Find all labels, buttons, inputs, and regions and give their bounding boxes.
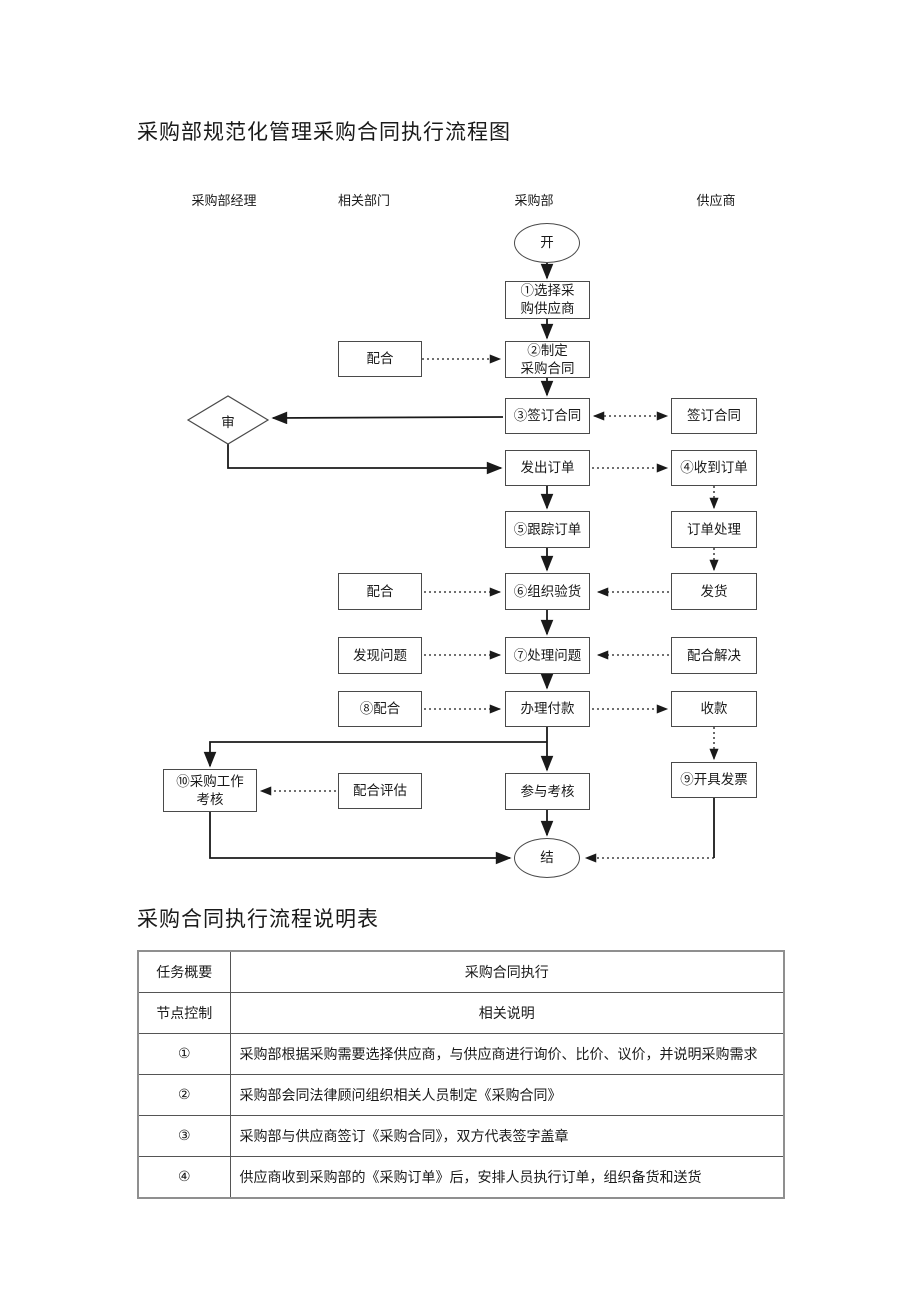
page-title: 采购部规范化管理采购合同执行流程图 — [137, 120, 511, 144]
table-title: 采购合同执行流程说明表 — [137, 907, 379, 931]
node-cooperate-solve: 配合解决 — [671, 637, 757, 674]
table-cell-value: 相关说明 — [229, 992, 785, 1034]
node-select-supplier: ①选择采 购供应商 — [505, 281, 590, 319]
node-handle-payment: 办理付款 — [505, 691, 590, 727]
node-join-assessment: 参与考核 — [505, 773, 590, 810]
table-cell-value: 采购合同执行 — [229, 950, 785, 993]
lane-header-supplier: 供应商 — [696, 193, 736, 208]
table-row: ③ 采购部与供应商签订《采购合同》，双方代表签字盖章 — [137, 1115, 785, 1157]
node-receive-order: ④收到订单 — [671, 450, 757, 486]
table-cell-step-description: 采购部会同法律顾问组织相关人员制定《采购合同》 — [229, 1074, 785, 1116]
table-row: 节点控制 相关说明 — [137, 992, 785, 1034]
table-row: ① 采购部根据采购需要选择供应商，与供应商进行询价、比价、议价，并说明采购需求 — [137, 1033, 785, 1075]
node-review: 审 — [221, 415, 235, 430]
node-work-assessment: ⑩采购工作 考核 — [163, 769, 257, 812]
node-issue-invoice: ⑨开具发票 — [671, 762, 757, 798]
node-organize-inspection: ⑥组织验货 — [505, 573, 590, 610]
lane-header-purchasing-dept: 采购部 — [514, 193, 554, 208]
node-ship-goods: 发货 — [671, 573, 757, 610]
edge-work-assessment-to-end — [209, 812, 512, 865]
table-cell-label: 任务概要 — [137, 950, 231, 993]
node-draft-contract: ②制定 采购合同 — [505, 341, 590, 378]
table-row: ④ 供应商收到采购部的《采购订单》后，安排人员执行订单，组织备货和送货 — [137, 1156, 785, 1199]
edge-review-to-issue-order — [227, 444, 503, 475]
lane-header-related-dept: 相关部门 — [337, 193, 390, 208]
node-cooperate-2: 配合 — [338, 573, 422, 610]
node-supplier-sign-contract: 签订合同 — [671, 398, 757, 434]
node-end: 结 — [514, 838, 580, 878]
node-issue-order: 发出订单 — [505, 450, 590, 486]
table-cell-step-number: ④ — [137, 1156, 231, 1199]
edge-sign-to-review — [271, 411, 504, 425]
table-cell-step-number: ① — [137, 1033, 231, 1075]
table-cell-label: 节点控制 — [137, 992, 231, 1034]
table-cell-step-number: ③ — [137, 1115, 231, 1157]
node-start: 开 — [514, 223, 580, 263]
lane-header-manager: 采购部经理 — [191, 193, 257, 208]
node-cooperate-evaluate: 配合评估 — [338, 773, 422, 809]
node-process-order: 订单处理 — [671, 511, 757, 548]
table-cell-step-description: 供应商收到采购部的《采购订单》后，安排人员执行订单，组织备货和送货 — [229, 1156, 785, 1199]
flowchart-connectors — [186, 263, 719, 865]
node-track-order: ⑤跟踪订单 — [505, 511, 590, 548]
node-sign-contract: ③签订合同 — [505, 398, 590, 434]
table-cell-step-description: 采购部与供应商签订《采购合同》，双方代表签字盖章 — [229, 1115, 785, 1157]
table-cell-step-number: ② — [137, 1074, 231, 1116]
table-row: ② 采购部会同法律顾问组织相关人员制定《采购合同》 — [137, 1074, 785, 1116]
review-diamond — [186, 395, 270, 445]
node-collect-payment: 收款 — [671, 691, 757, 727]
node-cooperate-3: ⑧配合 — [338, 691, 422, 727]
node-cooperate-1: 配合 — [338, 341, 422, 377]
node-find-problems: 发现问题 — [338, 637, 422, 674]
process-explanation-table: 任务概要 采购合同执行 节点控制 相关说明 ① 采购部根据采购需要选择供应商，与… — [137, 950, 785, 1199]
node-handle-problems: ⑦处理问题 — [505, 637, 590, 674]
edge-payment-branch-to-work-assessment — [203, 741, 547, 768]
table-row: 任务概要 采购合同执行 — [137, 950, 785, 993]
table-cell-step-description: 采购部根据采购需要选择供应商，与供应商进行询价、比价、议价，并说明采购需求 — [229, 1033, 785, 1075]
